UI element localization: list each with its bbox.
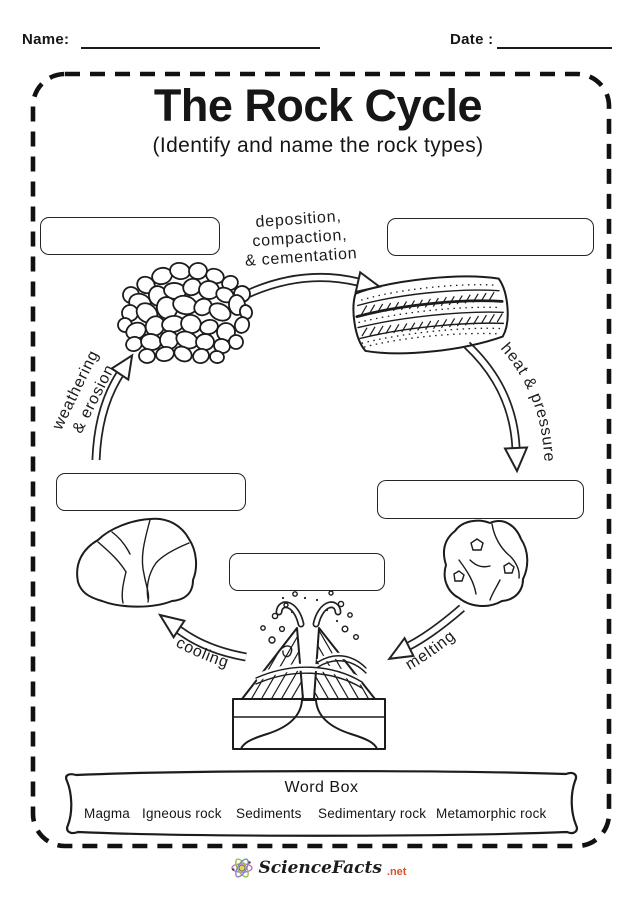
igneous-rock-illustration	[76, 517, 198, 608]
answer-box-magma[interactable]	[229, 553, 385, 591]
page-subtitle: (Identify and name the rock types)	[152, 134, 484, 157]
word-box-frame	[65, 770, 578, 837]
heat-pressure-arrow	[463, 341, 529, 474]
brand-text: ScienceFacts	[258, 858, 382, 878]
word-sedimentary-rock: Sedimentary rock	[318, 806, 427, 821]
word-box-title: Word Box	[284, 779, 359, 796]
word-igneous-rock: Igneous rock	[142, 806, 222, 821]
deposition-label: deposition, compaction, & cementation	[244, 208, 358, 270]
answer-box-sediments[interactable]	[40, 217, 220, 255]
cooling-arrow	[157, 613, 247, 662]
page-title: The Rock Cycle	[153, 80, 483, 131]
sedimentary-rock-illustration	[352, 275, 509, 355]
sediments-illustration	[117, 262, 253, 365]
date-line[interactable]	[497, 46, 612, 49]
word-sediments: Sediments	[236, 806, 302, 821]
word-metamorphic-rock: Metamorphic rock	[436, 806, 547, 821]
footer-brand: ScienceFacts .net	[0, 856, 636, 880]
magma-volcano-illustration	[232, 574, 386, 750]
name-line[interactable]	[81, 46, 320, 49]
date-label: Date :	[450, 31, 494, 48]
brand-domain: .net	[386, 866, 407, 878]
answer-box-sedimentary-rock[interactable]	[387, 218, 594, 256]
weathering-arrow	[91, 353, 134, 461]
word-magma: Magma	[84, 806, 131, 821]
name-label: Name:	[22, 31, 70, 48]
worksheet-dashed-border	[30, 71, 612, 849]
answer-box-igneous-rock[interactable]	[56, 473, 246, 511]
svg-text:deposition,: deposition,	[255, 208, 342, 231]
answer-box-metamorphic-rock[interactable]	[377, 480, 584, 519]
metamorphic-rock-illustration	[443, 519, 529, 607]
atom-logo-icon	[230, 858, 253, 878]
melting-arrow	[387, 604, 465, 661]
svg-text:compaction,: compaction,	[252, 227, 348, 251]
